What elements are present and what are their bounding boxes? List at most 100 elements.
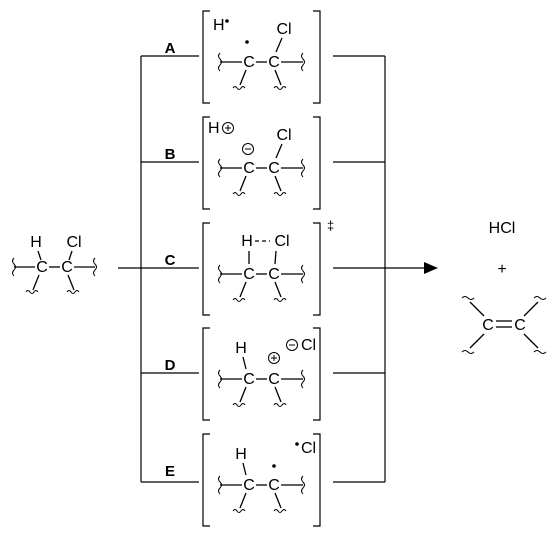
transition-state-dagger-c: ‡ (327, 218, 334, 233)
reactant-cl-atom: Cl (66, 234, 81, 251)
wiggle-left-e (218, 475, 222, 495)
cl-atom-a: Cl (276, 21, 291, 38)
c1-atom-d: C (243, 371, 255, 388)
bracket-left-e (202, 433, 210, 527)
c2-down-bond-a (274, 69, 282, 86)
bracket-left-c (202, 222, 210, 316)
c1-down-bond-a (239, 69, 247, 86)
bracket-right-c (313, 222, 321, 316)
bracket-right-a (313, 10, 321, 104)
c2-down-bond-c (274, 281, 282, 298)
h-atom-c: H (241, 233, 253, 250)
c2-radical-dot-e (272, 464, 276, 468)
h-bond-e (242, 462, 247, 476)
c2-atom-a: C (268, 54, 280, 71)
wiggle-right-e (301, 475, 305, 495)
reactant-cl-bond (68, 250, 73, 261)
reactant-c2-atom: C (61, 259, 73, 276)
h-atom-a: H (213, 17, 225, 34)
cl-atom-b: Cl (276, 127, 291, 144)
product-c1-up-bond (469, 301, 485, 317)
product-c1-down-bond (469, 333, 485, 349)
c2-down-bond-e (274, 492, 282, 509)
product-wiggle-3 (533, 296, 547, 300)
reactant-wiggle-right (93, 257, 97, 277)
bracket-right-e (313, 433, 321, 527)
wiggle-left-d (218, 369, 222, 389)
wiggle-right-a (301, 52, 305, 72)
c2-atom-e: C (268, 477, 280, 494)
cl-atom-c: Cl (274, 233, 289, 250)
wiggle-c2-d (273, 403, 287, 407)
c2-atom-c: C (268, 266, 280, 283)
wiggle-left-a (218, 52, 222, 72)
wiggle-left-b (218, 158, 222, 178)
wiggle-c1-b (232, 192, 246, 196)
c1-atom-a: C (243, 54, 255, 71)
reactant-c1-atom: C (36, 259, 48, 276)
reactant-h-bond (37, 250, 42, 261)
c1-negative-charge-b (242, 143, 254, 155)
pathway-label-a: A (165, 40, 176, 57)
wiggle-c2-c (273, 298, 287, 302)
pathway-label-b: B (165, 146, 176, 163)
product-c2-atom: C (514, 317, 526, 334)
wiggle-right-d (301, 369, 305, 389)
product-c2-up-bond (523, 301, 539, 317)
c2-down-bond-b (274, 175, 282, 192)
bracket-right-d (313, 327, 321, 421)
product-c2-down-bond (523, 333, 539, 349)
bracket-left-a (202, 10, 210, 104)
cl-bond-a (275, 37, 283, 53)
cl-bond-c (274, 250, 277, 265)
c2-atom-d: C (268, 371, 280, 388)
c1-atom-c: C (243, 266, 255, 283)
cl-bond-b (275, 143, 283, 159)
product-plus-sign: + (497, 261, 506, 278)
wiggle-c1-d (232, 403, 246, 407)
wiggle-left-c (218, 264, 222, 284)
wiggle-right-b (301, 158, 305, 178)
product-arrow-head (424, 262, 438, 274)
c1-down-bond-b (239, 175, 247, 192)
c1-radical-dot-a (245, 40, 249, 44)
h-bond-d (242, 356, 247, 370)
wiggle-right-c (301, 264, 305, 284)
h-atom-e: H (235, 446, 247, 463)
wiggle-c2-e (273, 509, 287, 513)
pathway-label-e: E (165, 463, 175, 480)
h-atom-d: H (235, 340, 247, 357)
c2-atom-b: C (268, 160, 280, 177)
c1-down-bond-e (239, 492, 247, 509)
cl-negative-charge-d (286, 339, 298, 351)
product-wiggle-2 (461, 350, 475, 354)
reactant-h-atom: H (30, 234, 42, 251)
cl-radical-dot-e (295, 442, 299, 446)
product-c1-atom: C (482, 317, 494, 334)
c1-down-bond-d (239, 386, 247, 403)
product-wiggle-1 (461, 296, 475, 300)
wiggle-c1-a (232, 86, 246, 90)
c2-positive-charge-d (268, 352, 280, 364)
bracket-right-b (313, 116, 321, 210)
reactant-wiggle-left (12, 257, 16, 277)
product-group: HCl + C C (461, 220, 547, 354)
c1-down-bond-c (239, 281, 247, 298)
reactant-wiggle-c2 (66, 290, 80, 294)
cl-atom-e: Cl (301, 440, 316, 457)
reactant-c2-down-bond (67, 274, 75, 291)
bracket-left-d (202, 327, 210, 421)
pathway-label-d: D (165, 357, 176, 374)
product-wiggle-4 (533, 350, 547, 354)
pathway-connectors (118, 55, 438, 483)
wiggle-c1-e (232, 509, 246, 513)
c1-atom-b: C (243, 160, 255, 177)
h-atom-b: H (208, 120, 220, 137)
